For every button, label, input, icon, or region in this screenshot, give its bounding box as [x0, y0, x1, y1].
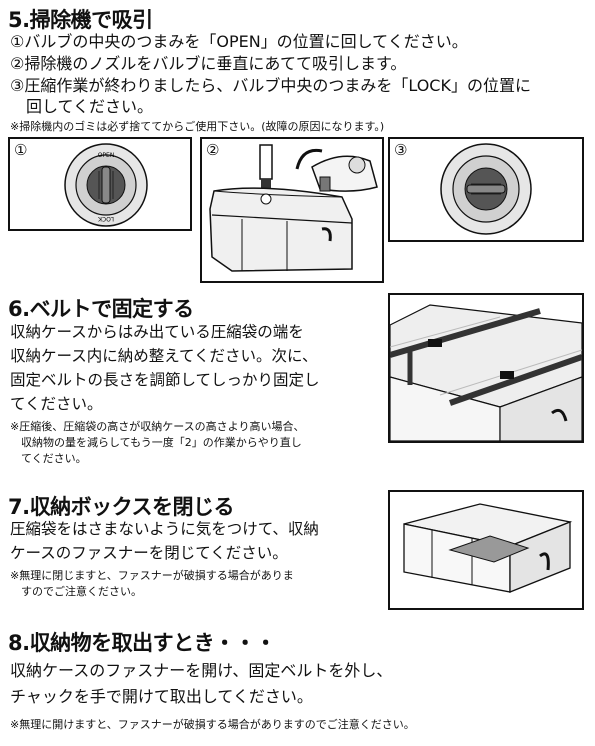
section-6-line-3: 固定ベルトの長さを調節してしっかり固定し	[10, 371, 320, 389]
section-6-note-3: てください。	[10, 452, 87, 465]
section-7-title: 7.収納ボックスを閉じる	[8, 495, 234, 519]
panel-number: ①	[14, 141, 28, 159]
section-6-title: 6.ベルトで固定する	[8, 297, 194, 321]
section-7-note-2: すのでご注意ください。	[10, 585, 142, 598]
panel-vacuum-suction: ②	[200, 137, 384, 283]
section-6-line-2: 収納ケース内に納め整えてください。次に、	[10, 347, 318, 365]
section-8-line-2: チャックを手で開けて取出してください。	[10, 687, 313, 706]
valve-lock-label: LOCK	[97, 215, 114, 222]
valve-lock-illustration	[440, 143, 532, 235]
panel-number: ③	[394, 141, 408, 159]
section-8-title: 8.収納物を取出すとき・・・	[8, 631, 276, 655]
section-7-line-2: ケースのファスナーを閉じてください。	[10, 544, 288, 562]
step-3-text-cont: 回してください。	[10, 97, 154, 116]
section-5-note: ※掃除機内のゴミは必ず捨ててからご使用下さい。(故障の原因になります。)	[10, 120, 385, 133]
panel-belt-fixing	[388, 293, 584, 443]
step-1-text: ①バルブの中央のつまみを「OPEN」の位置に回してください。	[10, 32, 468, 51]
close-box-illustration	[403, 503, 573, 593]
section-6-line-4: てください。	[10, 395, 103, 413]
panel-valve-open: ① OPEN LOCK	[8, 137, 192, 231]
section-8-line-1: 収納ケースのファスナーを開け、固定ベルトを外し、	[10, 661, 393, 680]
belt-fixing-illustration	[390, 304, 582, 441]
step-3-text: ③圧縮作業が終わりましたら、バルブ中央のつまみを「LOCK」の位置に	[10, 76, 531, 95]
vacuum-suction-illustration	[209, 144, 378, 272]
panel-close-box	[388, 490, 584, 610]
panel-number: ②	[206, 141, 220, 159]
section-7-note-1: ※無理に閉じますと、ファスナーが破損する場合がありま	[10, 569, 294, 582]
panel-valve-lock: ③	[388, 137, 584, 242]
section-7-line-1: 圧縮袋をはさまないように気をつけて、収納	[10, 520, 319, 538]
valve-open-illustration: OPEN LOCK	[64, 143, 148, 227]
section-8-note: ※無理に開けますと、ファスナーが破損する場合がありますのでご注意ください。	[10, 718, 415, 731]
valve-open-label: OPEN	[98, 152, 115, 159]
section-6-note-1: ※圧縮後、圧縮袋の高さが収納ケースの高さより高い場合、	[10, 420, 305, 433]
section-6-line-1: 収納ケースからはみ出ている圧縮袋の端を	[10, 323, 304, 341]
step-2-text: ②掃除機のノズルをバルブに垂直にあてて吸引します。	[10, 54, 407, 73]
section-6-note-2: 収納物の量を減らしてもう一度「2」の作業からやり直し	[10, 436, 302, 449]
section-5-title: 5.掃除機で吸引	[8, 8, 153, 32]
